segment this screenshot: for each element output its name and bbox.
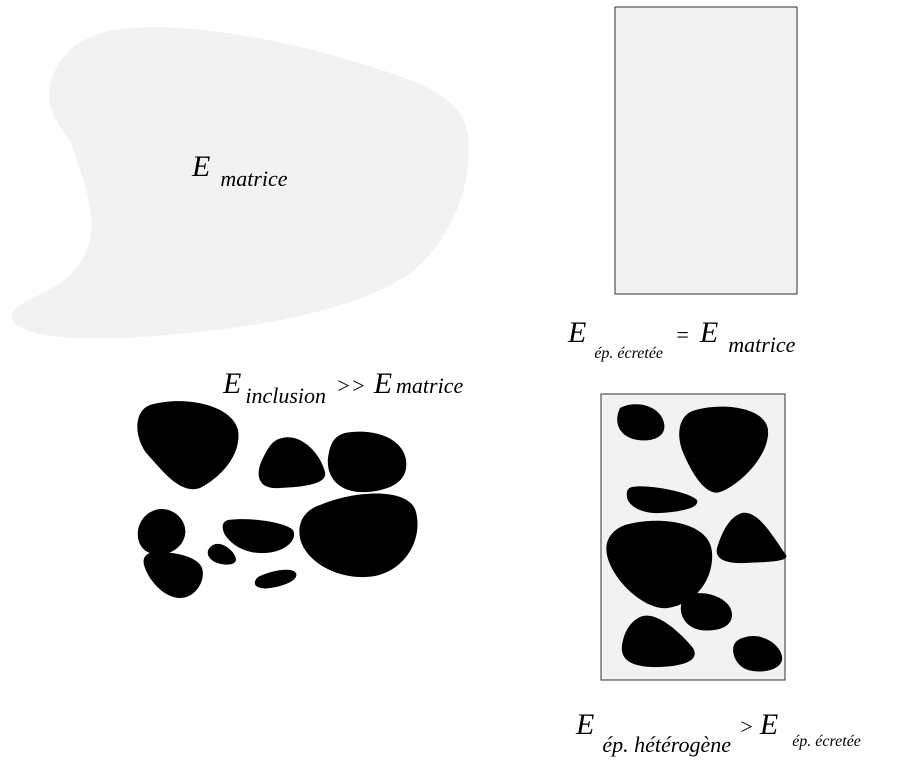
clipped-specimen-box (614, 6, 798, 295)
subscript-ep-ecretee: ép. écretée (594, 345, 664, 362)
symbol-e: E (373, 367, 393, 400)
subscript-matrice: matrice (220, 166, 288, 191)
label-e-hetero-gt-clipped: E ép. hétérogène > E ép. écretée (576, 708, 861, 756)
inclusion-particle (137, 401, 239, 490)
symbol-e: E (576, 708, 595, 741)
symbol-e: E (192, 150, 211, 183)
symbol-e: E (759, 708, 779, 741)
inclusion-particle (680, 593, 732, 631)
subscript-ep-ecretee: ép. écretée (792, 733, 861, 750)
inclusion-particle (258, 437, 326, 489)
inclusion-particle (143, 552, 203, 598)
inclusion-particle (626, 486, 698, 514)
inclusion-particle (254, 569, 297, 589)
much-greater-sign: >> (336, 373, 366, 398)
subscript-matrice: matrice (396, 373, 464, 398)
inclusion-particle (327, 431, 407, 493)
label-e-matrice: E matrice (192, 150, 288, 190)
inclusion-particle (733, 636, 783, 672)
matrix-region (11, 27, 469, 339)
label-e-clipped-equals-matrix: E ép. écretée = E matrice (568, 316, 795, 362)
symbol-e: E (699, 316, 719, 349)
subscript-inclusion: inclusion (245, 383, 326, 408)
inclusion-particle (679, 406, 769, 493)
inclusion-particle (617, 404, 665, 441)
subscript-matrice: matrice (728, 332, 796, 357)
inclusion-set-specimen (606, 404, 787, 672)
inclusion-particle (621, 615, 695, 668)
inclusion-particle (137, 509, 186, 555)
inclusion-particle (222, 519, 295, 554)
symbol-e: E (568, 316, 587, 349)
inclusion-set-left (137, 401, 418, 598)
subscript-ep-heterogene: ép. hétérogène (602, 732, 732, 757)
inclusion-particle (716, 512, 787, 564)
symbol-e: E (223, 367, 242, 400)
inclusion-particle (606, 520, 713, 609)
inclusion-particle (207, 543, 236, 565)
equals-sign: = (675, 322, 690, 347)
greater-sign: > (739, 714, 754, 739)
inclusion-particle (299, 493, 418, 578)
label-e-inclusion-gg-matrix: E inclusion >> E matrice (223, 367, 464, 407)
